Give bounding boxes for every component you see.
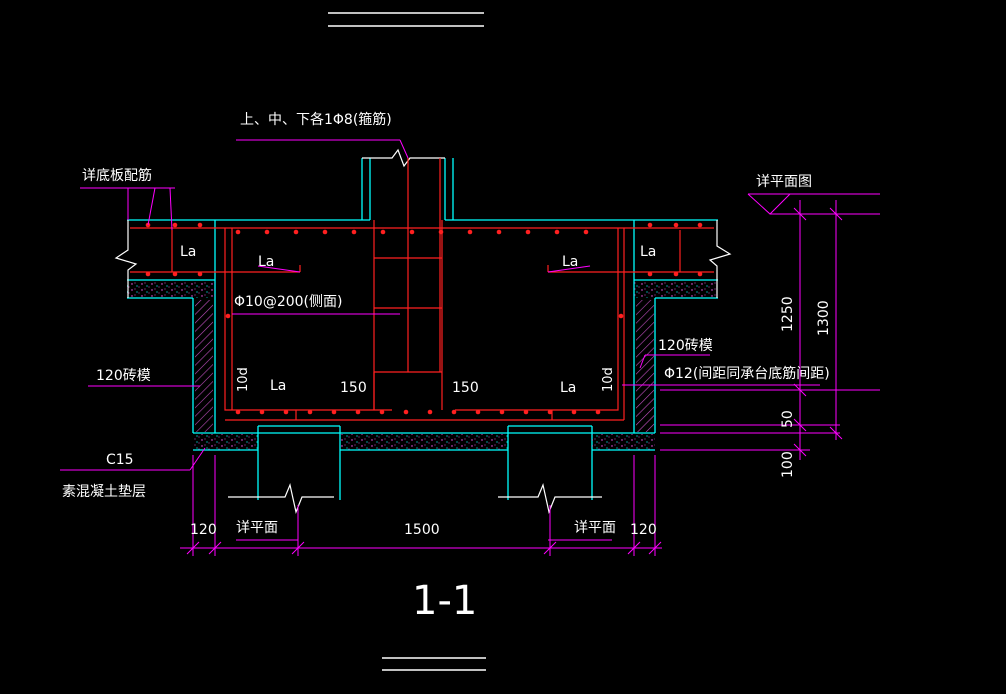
rebar-dot <box>322 229 328 235</box>
cushion-bottom-right <box>592 434 655 450</box>
cushion-label: 素混凝土垫层 <box>62 484 146 500</box>
dimension-lines <box>60 139 880 556</box>
rebar-dot <box>351 229 357 235</box>
brick-form-right-hatch <box>636 300 654 432</box>
rebar-dot <box>647 222 653 228</box>
dim-120-left: 120 <box>190 522 217 538</box>
rebar-dot <box>380 229 386 235</box>
cushion-bottom-mid <box>340 434 508 450</box>
rebar-dot <box>307 409 313 415</box>
rebar-dot <box>618 313 624 319</box>
rebar-dot <box>293 229 299 235</box>
rebar-dot <box>379 409 385 415</box>
header-bars <box>328 12 484 27</box>
len150-left: 150 <box>340 380 367 396</box>
rebar-dot <box>697 271 703 277</box>
rebar-dot <box>235 409 241 415</box>
rebar-dot <box>523 409 529 415</box>
rebar-dot <box>355 409 361 415</box>
plan-ref-top-label: 详平面图 <box>756 174 812 190</box>
rebar-dot <box>264 229 270 235</box>
rebar-dot <box>225 313 231 319</box>
rebar-dot <box>647 271 653 277</box>
top-stirrup-note: 上、中、下各1Φ8(箍筋) <box>240 111 392 128</box>
rebar-dot <box>554 229 560 235</box>
brick-form-right-label: 120砖模 <box>658 338 713 354</box>
cushion-left-slab <box>127 282 215 298</box>
cushion-right-slab <box>634 282 718 298</box>
dim-120-right: 120 <box>630 522 657 538</box>
plan-ref-bot-right: 详平面 <box>574 520 616 536</box>
rebar-dot <box>673 222 679 228</box>
rebar-dot <box>697 222 703 228</box>
rebar-dot <box>525 229 531 235</box>
d10-right: 10d <box>601 367 616 392</box>
rebar-dots <box>145 222 703 415</box>
rebar-dot <box>409 229 415 235</box>
la-mid-right: La <box>562 254 578 270</box>
dim-1300: 1300 <box>816 300 832 336</box>
la-bot-left: La <box>270 378 286 394</box>
rebar-dot <box>427 409 433 415</box>
section-title: 1-1 <box>412 578 477 624</box>
rebar-dot <box>403 409 409 415</box>
rebar-dot <box>571 409 577 415</box>
break-lines <box>114 148 732 515</box>
side-rebar-label: Φ10@200(侧面) <box>234 294 342 310</box>
footer-bars <box>382 657 486 671</box>
la-top-right: La <box>640 244 656 260</box>
dim-100: 100 <box>780 451 796 478</box>
rebar-dot <box>197 271 203 277</box>
dim-1500: 1500 <box>404 522 440 538</box>
rebar-dot <box>331 409 337 415</box>
dim-50: 50 <box>780 410 796 428</box>
rebar-dot <box>197 222 203 228</box>
rebar-dot <box>467 229 473 235</box>
rebar-dot <box>283 409 289 415</box>
rebar-dot <box>475 409 481 415</box>
la-bot-right: La <box>560 380 576 396</box>
rebar-dot <box>451 409 457 415</box>
rebar-dot <box>673 271 679 277</box>
rebar-dot <box>145 271 151 277</box>
rebar-dot <box>172 222 178 228</box>
rebar-dot <box>172 271 178 277</box>
rebar-dot <box>496 229 502 235</box>
la-top-left: La <box>180 244 196 260</box>
phi12-note: Φ12(间距同承台底筋间距) <box>664 365 830 382</box>
plan-ref-bot-left: 详平面 <box>236 520 278 536</box>
bottom-slab-rebar-label: 详底板配筋 <box>82 167 152 184</box>
la-mid-left: La <box>258 254 274 270</box>
rebar-dot <box>438 229 444 235</box>
rebar-dot <box>259 409 265 415</box>
rebar-dot <box>499 409 505 415</box>
brick-form-left-hatch <box>195 300 213 432</box>
rebar-dot <box>583 229 589 235</box>
dim-1250: 1250 <box>780 296 796 332</box>
cushion-bottom-left <box>193 434 258 450</box>
concrete-grade-label: C15 <box>106 452 134 468</box>
rebar-dot <box>235 229 241 235</box>
rebar <box>130 158 714 421</box>
len150-right: 150 <box>452 380 479 396</box>
rebar-dot <box>547 409 553 415</box>
brick-form-left-label: 120砖模 <box>96 368 151 384</box>
d10-left: 10d <box>236 367 251 392</box>
rebar-dot <box>595 409 601 415</box>
